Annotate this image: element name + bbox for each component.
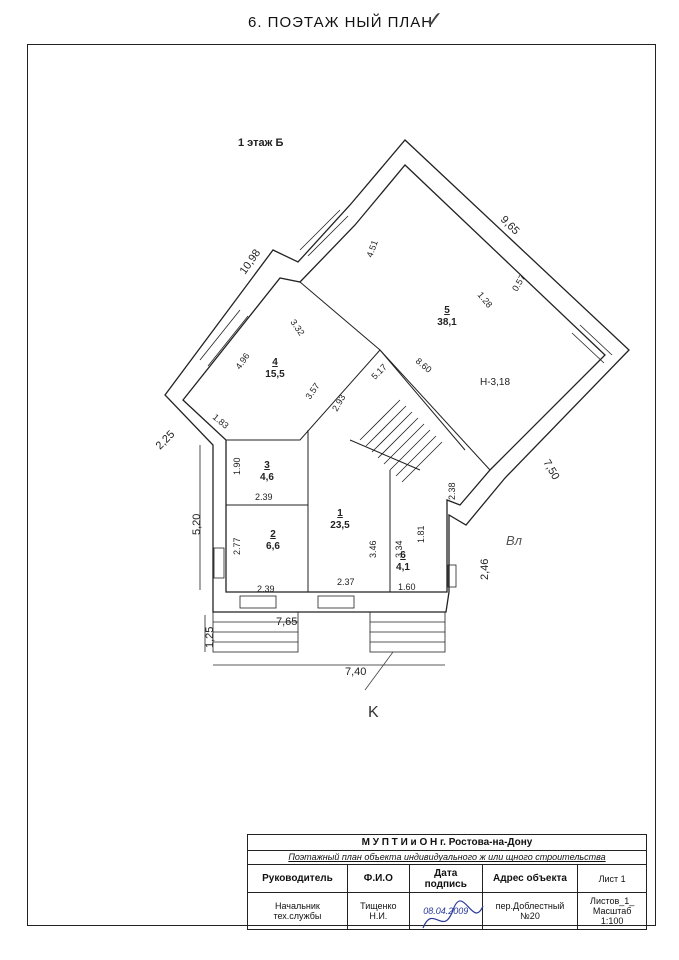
dim-0-57: 0.57	[510, 273, 527, 293]
dim-3-34: 3.34	[394, 540, 404, 558]
room-labels: 5 38,1 4 15,5 3 4,6 2 6,6 1 23,5 6 4,1	[260, 305, 457, 573]
ceiling-height-label: Н-3,18	[480, 377, 510, 388]
dim-2-39b: 2.39	[257, 584, 275, 594]
dim-4-96: 4.96	[233, 351, 251, 371]
dim-4-51: 4.51	[364, 239, 379, 259]
room-4-number: 4	[272, 357, 278, 368]
stamp-col-fio: Ф.И.О	[346, 864, 410, 894]
room-2-area: 6,6	[266, 541, 280, 552]
room-6-number: 6	[400, 550, 406, 561]
stamp-col-date: Дата подпись	[408, 864, 483, 894]
room-3-number: 3	[264, 460, 270, 471]
stamp-sheets: Листов_1_	[590, 896, 635, 907]
stamp-org: М У П Т И и О Н г. Ростова-на-Дону	[247, 834, 647, 851]
room-5-number: 5	[444, 305, 450, 316]
dim-7-40: 7,40	[345, 666, 366, 678]
dim-2-38: 2.38	[447, 482, 457, 500]
stamp-col-address: Адрес объекта	[481, 864, 579, 894]
page-title: 6. ПОЭТАЖ НЫЙ ПЛАН	[248, 14, 434, 31]
handwritten-b: Вл	[506, 533, 523, 548]
checkmark-icon: ✓	[425, 8, 444, 33]
stamp-subtitle: Поэтажный план объекта индивидуального ж…	[247, 849, 647, 866]
windows	[199, 209, 613, 588]
room-5-area: 38,1	[437, 317, 457, 328]
dim-7-50: 7,50	[540, 458, 561, 483]
dim-3-46: 3.46	[368, 540, 378, 558]
dim-2-25: 2,25	[154, 428, 178, 452]
signature	[422, 900, 484, 929]
floor-label: 1 этаж Б	[238, 137, 283, 149]
stamp-scale: Масштаб 1:100	[592, 906, 632, 927]
staircase	[359, 399, 443, 483]
dim-2-46: 2,46	[479, 559, 491, 580]
dim-10-98: 10,98	[238, 247, 264, 276]
title-block: М У П Т И и О Н г. Ростова-на-Дону Поэта…	[247, 834, 647, 930]
entry-arrow-k	[364, 651, 394, 691]
dim-2-93: 2.93	[330, 393, 347, 413]
dim-1-25: 1,25	[204, 627, 216, 648]
dim-1-90: 1.90	[232, 457, 242, 475]
dim-7-65: 7,65	[276, 616, 297, 628]
dim-5-20: 5,20	[191, 514, 203, 535]
partitions	[226, 281, 491, 592]
stamp-date-value: 08.04.2009	[408, 892, 483, 930]
dim-5-17: 5.17	[369, 362, 388, 381]
handwritten-k: K	[368, 704, 379, 721]
dim-1-28: 1.28	[475, 290, 494, 310]
room-6-area: 4,1	[396, 562, 410, 573]
room-3-area: 4,6	[260, 472, 274, 483]
dim-8-60: 8.60	[414, 356, 434, 375]
dim-2-39a: 2.39	[255, 492, 273, 502]
room-4-area: 15,5	[265, 369, 285, 380]
dim-3-57: 3.57	[303, 381, 321, 401]
room-1-area: 23,5	[330, 520, 350, 531]
stamp-fio-value: Тищенко Н.И.	[346, 892, 410, 930]
room-1-number: 1	[337, 508, 343, 519]
stamp-role-value: Начальник тех.службы	[247, 892, 348, 930]
dimension-lines	[199, 445, 445, 666]
dim-3-32: 3.32	[288, 317, 306, 337]
dim-9-65: 9,65	[498, 214, 522, 238]
dim-1-81: 1.81	[416, 525, 426, 543]
room-2-number: 2	[270, 529, 276, 540]
stamp-col-role: Руководитель	[247, 864, 348, 894]
stamp-sheets-scale: Листов_1_Масштаб 1:100	[577, 892, 647, 930]
porch-steps	[212, 595, 446, 653]
dim-1-60: 1.60	[398, 582, 416, 592]
stamp-address-value: пер.Доблестный №20	[481, 892, 579, 930]
stamp-sheet: Лист 1	[577, 864, 647, 894]
dim-2-77: 2.77	[232, 537, 242, 555]
dim-2-37: 2.37	[337, 577, 355, 587]
